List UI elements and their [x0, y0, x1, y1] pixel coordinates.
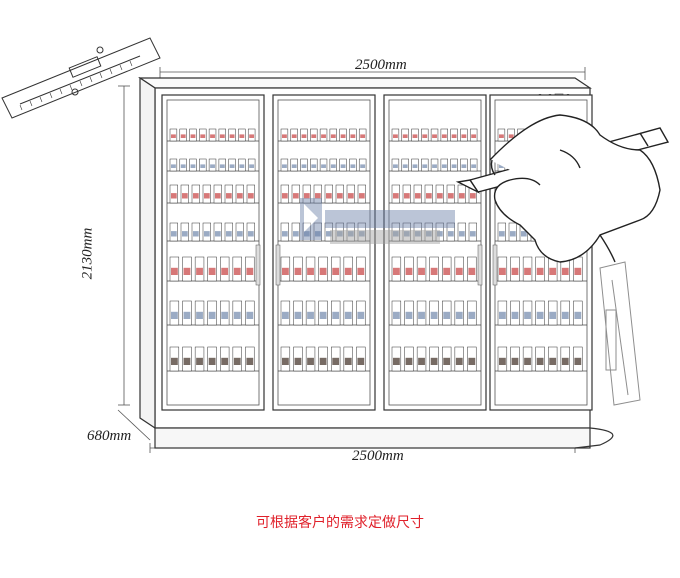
watermark-logo	[300, 198, 455, 244]
dimension-top-width: 2500mm	[355, 57, 407, 73]
ruler-sketch-top-left	[1, 37, 161, 119]
cooler-door	[161, 94, 265, 411]
custom-size-caption: 可根据客户的需求定做尺寸	[256, 515, 424, 531]
dimension-depth: 680mm	[87, 428, 132, 444]
dimension-bottom-width: 2500mm	[352, 448, 404, 464]
cooler-door	[383, 94, 487, 411]
hand-with-pen-sketch	[455, 114, 670, 263]
cooler-door	[272, 94, 376, 411]
ruler-sketch-right	[599, 261, 641, 406]
dimension-height: 2130mm	[79, 227, 96, 280]
